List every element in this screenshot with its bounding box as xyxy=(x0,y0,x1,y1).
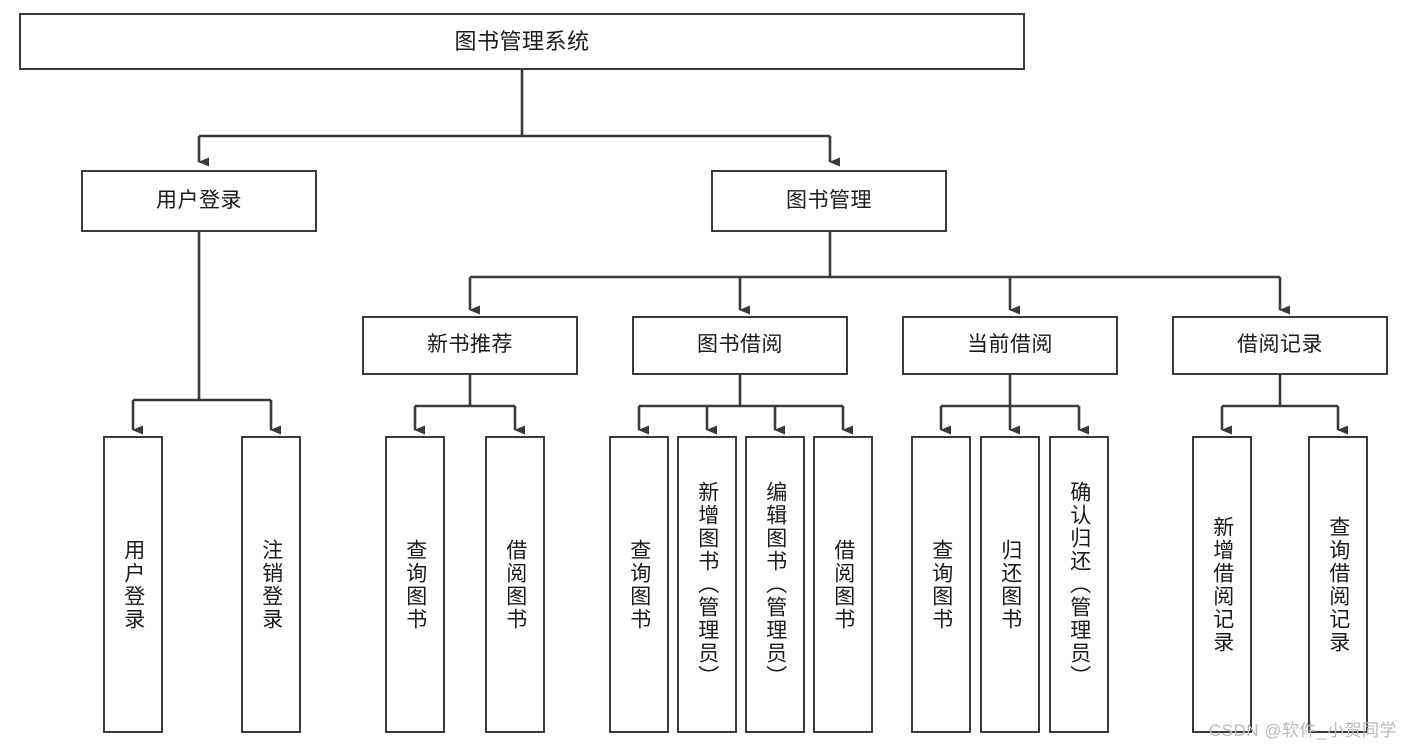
node-label: 确认归还（管理员） xyxy=(1067,481,1091,688)
node-label: 借阅图书 xyxy=(503,538,527,631)
node-label: 图书管理系统 xyxy=(454,28,590,54)
node-leaf-query-book-2[interactable]: 查询图书 xyxy=(609,436,669,733)
node-leaf-logout-login[interactable]: 注销登录 xyxy=(241,436,301,733)
node-leaf-query-book-1[interactable]: 查询图书 xyxy=(385,436,445,733)
node-label: 归还图书 xyxy=(998,538,1022,631)
node-label: 新书推荐 xyxy=(427,333,513,357)
node-new-book-recommend[interactable]: 新书推荐 xyxy=(362,316,578,375)
node-leaf-borrow-book-2[interactable]: 借阅图书 xyxy=(813,436,873,733)
node-borrow-record[interactable]: 借阅记录 xyxy=(1172,316,1388,375)
node-label: 图书管理 xyxy=(786,188,872,212)
node-leaf-borrow-book-1[interactable]: 借阅图书 xyxy=(485,436,545,733)
node-leaf-add-record[interactable]: 新增借阅记录 xyxy=(1192,436,1252,733)
node-book-borrow[interactable]: 图书借阅 xyxy=(632,316,848,375)
node-leaf-add-book[interactable]: 新增图书（管理员） xyxy=(677,436,737,733)
node-root-system[interactable]: 图书管理系统 xyxy=(19,13,1025,70)
node-leaf-edit-book[interactable]: 编辑图书（管理员） xyxy=(745,436,805,733)
node-label: 注销登录 xyxy=(259,538,283,631)
node-leaf-return-book[interactable]: 归还图书 xyxy=(980,436,1040,733)
node-label: 查询图书 xyxy=(929,538,953,631)
node-label: 查询图书 xyxy=(627,538,651,631)
node-label: 当前借阅 xyxy=(967,333,1053,357)
node-current-borrow[interactable]: 当前借阅 xyxy=(902,316,1118,375)
node-label: 用户登录 xyxy=(121,538,145,631)
node-leaf-query-book-3[interactable]: 查询图书 xyxy=(911,436,971,733)
node-user-login[interactable]: 用户登录 xyxy=(81,170,317,232)
node-label: 查询借阅记录 xyxy=(1326,515,1350,654)
node-label: 新增借阅记录 xyxy=(1210,515,1234,654)
node-label: 图书借阅 xyxy=(697,333,783,357)
node-book-manage[interactable]: 图书管理 xyxy=(711,170,947,232)
node-label: 借阅图书 xyxy=(831,538,855,631)
node-label: 新增图书（管理员） xyxy=(695,481,719,688)
node-label: 编辑图书（管理员） xyxy=(763,481,787,688)
node-label: 用户登录 xyxy=(156,188,242,212)
watermark-csdn: CSDN @软件_小贺同学 xyxy=(1208,721,1397,740)
node-leaf-confirm-return[interactable]: 确认归还（管理员） xyxy=(1049,436,1109,733)
node-label: 查询图书 xyxy=(403,538,427,631)
node-leaf-user-login[interactable]: 用户登录 xyxy=(103,436,163,733)
node-label: 借阅记录 xyxy=(1237,333,1323,357)
node-leaf-query-record[interactable]: 查询借阅记录 xyxy=(1308,436,1368,733)
